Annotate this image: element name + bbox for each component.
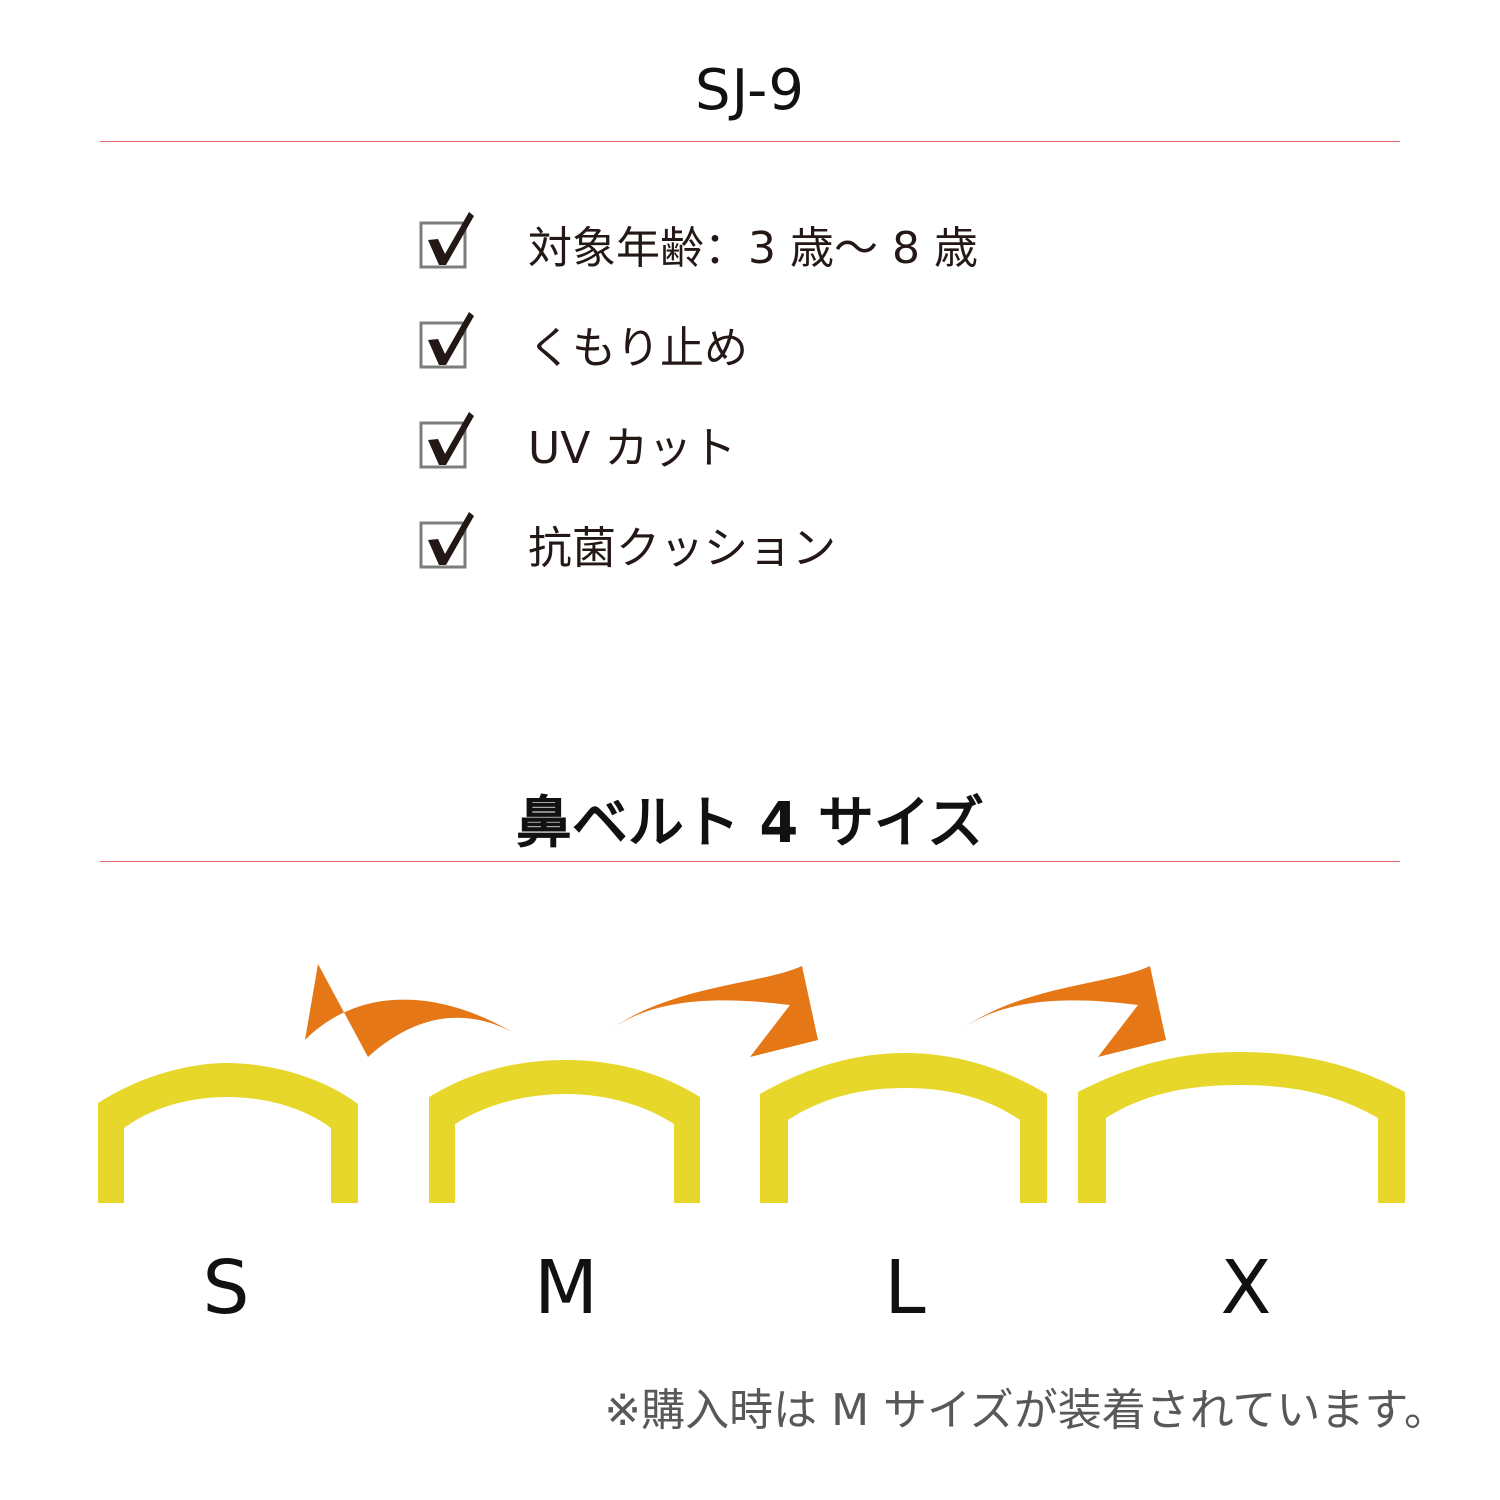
checked-checkbox-icon — [419, 512, 474, 569]
feature-label: 対象年齢：3 歳〜 8 歳 — [528, 223, 978, 274]
model-title: SJ-9 — [695, 58, 805, 123]
nose-belt-m-icon — [429, 1060, 700, 1203]
feature-label: くもり止め — [528, 323, 748, 374]
feature-label: UV カット — [528, 423, 737, 474]
size-label-m: M — [534, 1245, 598, 1331]
checked-checkbox-icon — [419, 212, 474, 269]
section-divider — [100, 861, 1400, 862]
size-label-l: L — [884, 1245, 926, 1331]
curved-arrow-icon — [305, 964, 512, 1057]
checked-checkbox-icon — [419, 312, 474, 369]
section-title: 鼻ベルト 4 サイズ — [515, 791, 985, 856]
nose-belt-l-icon — [760, 1053, 1047, 1203]
feature-label: 抗菌クッション — [528, 523, 836, 574]
purchase-note: ※購入時は M サイズが装着されています。 — [604, 1385, 1448, 1436]
checked-checkbox-icon — [419, 412, 474, 469]
size-label-x: X — [1220, 1245, 1272, 1331]
size-label-s: S — [202, 1245, 250, 1331]
title-divider — [100, 141, 1400, 142]
curved-arrow-icon — [958, 966, 1166, 1057]
curved-arrow-icon — [607, 966, 818, 1057]
nose-belt-s-icon — [98, 1063, 358, 1203]
nose-belt-x-icon — [1078, 1052, 1405, 1203]
nose-belt-size-diagram — [98, 964, 1405, 1203]
